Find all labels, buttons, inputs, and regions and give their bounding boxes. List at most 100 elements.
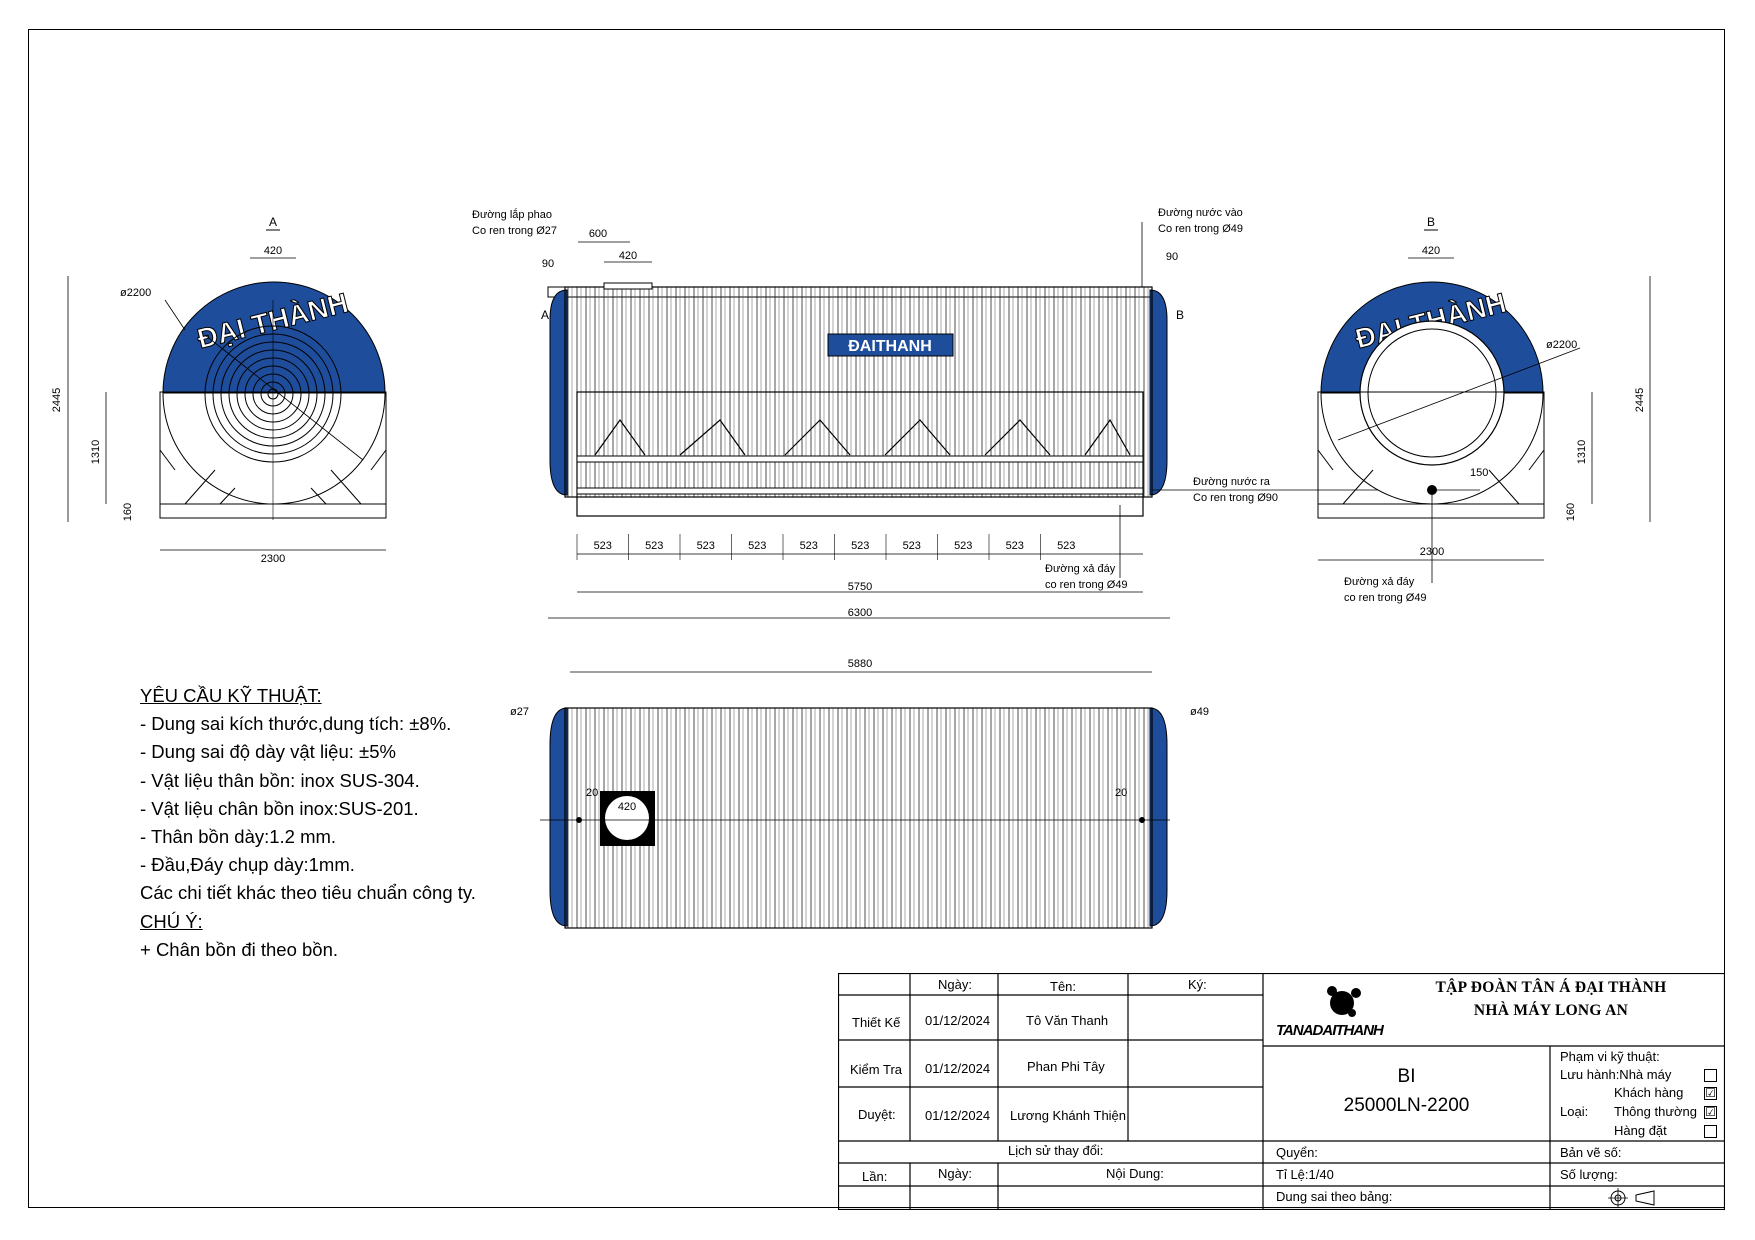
callout-float-1: Đường lắp phao xyxy=(472,208,552,221)
note-line: - Vật liệu chân bồn inox:SUS-201. xyxy=(140,797,419,819)
dim-base-height-b: 160 xyxy=(1565,503,1577,521)
dim-segment: 523 xyxy=(851,540,869,552)
end-view-b: B 420 ĐẠI THÀNH ø2200 150 2445 1310 160 … xyxy=(1317,215,1651,604)
brand-plate: ĐAITHANH xyxy=(848,338,932,355)
dim-segment: 523 xyxy=(800,540,818,552)
factory-name: NHÀ MÁY LONG AN xyxy=(1473,1002,1629,1019)
title-block: Ngày: Tên: Ký: Thiết Kế 01/12/2024 Tô Vă… xyxy=(838,973,1725,1210)
dim-top-90-left: 90 xyxy=(542,258,554,270)
role-approve: Duyệt: xyxy=(858,1107,896,1122)
dim-offset-20-right: 20 xyxy=(1115,787,1127,799)
product-code-1: BI xyxy=(1397,1066,1416,1087)
type-under-checkbox[interactable] xyxy=(1704,1125,1717,1138)
dim-phi49: ø49 xyxy=(1190,706,1209,718)
dim-segment: 523 xyxy=(645,540,663,552)
dim-total-length: 6300 xyxy=(848,607,872,619)
col-sign-header: Ký: xyxy=(1188,977,1207,992)
callout-drain-2: co ren trong Ø49 xyxy=(1045,579,1128,591)
circulation-label: Lưu hành:Nhà máy xyxy=(1560,1067,1672,1082)
date-approve: 01/12/2024 xyxy=(925,1108,991,1123)
circulation-customer-label: Khách hàng xyxy=(1614,1085,1684,1100)
callout-drain-b-1: Đường xả đáy xyxy=(1344,576,1415,588)
dim-segment: 523 xyxy=(903,540,921,552)
dim-segment: 523 xyxy=(594,540,612,552)
drawing-border xyxy=(28,29,1725,1208)
date-check: 01/12/2024 xyxy=(925,1061,991,1076)
dim-height-total-b: 2445 xyxy=(1634,388,1646,412)
callout-drain-1: Đường xả đáy xyxy=(1045,563,1116,575)
note-line: - Đầu,Đáy chụp dày:1mm. xyxy=(140,854,355,876)
front-view: ĐAITHANH A B 600 420 90 90 Đường lắp pha… xyxy=(472,207,1430,619)
end-view-a: A 420 ĐẠI THÀNH ø2200 2445 1310 xyxy=(51,215,387,565)
circulation-factory-checkbox[interactable] xyxy=(1704,1069,1717,1082)
dim-segment: 523 xyxy=(1006,540,1024,552)
callout-drain-b-2: co ren trong Ø49 xyxy=(1344,592,1427,604)
section-marker-a: A xyxy=(541,308,549,322)
caution-line: + Chân bồn đi theo bồn. xyxy=(140,938,339,960)
type-label: Loại: xyxy=(1560,1104,1589,1119)
technical-notes: YÊU CẦU KỸ THUẬT: - Dung sai kích thước,… xyxy=(140,682,476,964)
drawing-number-label: Bản vẽ số: xyxy=(1560,1145,1622,1160)
dim-leg-height-a: 1310 xyxy=(90,440,102,464)
callout-inlet-1: Đường nước vào xyxy=(1158,207,1243,219)
dim-segment: 523 xyxy=(954,540,972,552)
dim-segment: 523 xyxy=(697,540,715,552)
note-line: Các chi tiết khác theo tiêu chuẩn công t… xyxy=(140,882,476,904)
type-normal-checkbox[interactable]: ☑ xyxy=(1704,1105,1717,1119)
projection-symbol-icon xyxy=(1608,1188,1655,1208)
dim-top-600: 600 xyxy=(589,228,607,240)
notes-heading: YÊU CẦU KỸ THUẬT: xyxy=(140,685,322,706)
dim-top-90-right: 90 xyxy=(1166,251,1178,263)
note-line: - Vật liệu thân bồn: inox SUS-304. xyxy=(140,769,420,791)
section-label-b: B xyxy=(1427,215,1435,229)
dim-diameter-a: ø2200 xyxy=(120,287,151,299)
history-label: Lịch sử thay đổi: xyxy=(1008,1143,1104,1158)
name-check: Phan Phi Tây xyxy=(1027,1059,1105,1074)
dim-frame-length: 5750 xyxy=(848,581,872,593)
dim-height-total-a: 2445 xyxy=(51,388,63,412)
callout-float-2: Co ren trong Ø27 xyxy=(472,225,557,237)
dim-phi27: ø27 xyxy=(510,706,529,718)
quyen-label: Quyển: xyxy=(1276,1145,1318,1160)
section-marker-b: B xyxy=(1176,308,1184,322)
logo-text: TANADAITHANH xyxy=(1276,1022,1384,1039)
company-logo-icon xyxy=(1327,986,1361,1017)
dim-base-height-a: 160 xyxy=(122,503,134,521)
product-code-2: 25000LN-2200 xyxy=(1343,1095,1470,1116)
col-date-header: Ngày: xyxy=(938,977,972,992)
role-check: Kiểm Tra xyxy=(850,1062,903,1077)
title-block-grid xyxy=(838,973,1725,1210)
callout-outlet-2: Co ren trong Ø90 xyxy=(1193,492,1278,504)
date-design: 01/12/2024 xyxy=(925,1013,991,1028)
top-view: 5880 420 ø27 ø49 20 20 xyxy=(510,658,1209,929)
dim-hatch-420: 420 xyxy=(618,801,636,813)
caution-heading: CHÚ Ý: xyxy=(140,910,203,932)
col-name-header: Tên: xyxy=(1050,979,1077,994)
rev-date-label: Ngày: xyxy=(938,1166,972,1181)
dim-outlet-offset: 150 xyxy=(1470,467,1488,479)
quantity-label: Số lượng: xyxy=(1560,1167,1618,1182)
type-normal-label: Thông thường xyxy=(1614,1104,1698,1119)
rev-lan-label: Lần: xyxy=(862,1169,888,1184)
note-line: - Thân bồn dày:1.2 mm. xyxy=(140,826,337,848)
company-name: TẬP ĐOÀN TÂN Á ĐẠI THÀNH xyxy=(1435,979,1667,996)
dim-segment: 523 xyxy=(748,540,766,552)
dim-top-view-length: 5880 xyxy=(848,658,872,670)
rev-content-label: Nội Dung: xyxy=(1106,1166,1164,1181)
role-design: Thiết Kế xyxy=(852,1015,901,1030)
dim-end-width-a: 420 xyxy=(264,245,282,257)
type-under-label: Hàng đặt xyxy=(1614,1123,1667,1138)
scope-label: Phạm vi kỹ thuật: xyxy=(1560,1049,1660,1064)
dim-offset-20-left: 20 xyxy=(586,787,598,799)
dim-leg-height-b: 1310 xyxy=(1576,440,1588,464)
name-approve: Lương Khánh Thiện xyxy=(1010,1108,1127,1123)
tolerance-label: Dung sai theo bảng: xyxy=(1276,1189,1393,1204)
circulation-customer-checkbox[interactable]: ☑ xyxy=(1704,1086,1717,1100)
dim-end-width-b: 420 xyxy=(1422,245,1440,257)
name-design: Tô Văn Thanh xyxy=(1026,1013,1109,1028)
dim-diameter-b: ø2200 xyxy=(1546,339,1577,351)
dim-segment: 523 xyxy=(1057,540,1075,552)
callout-outlet-1: Đường nước ra xyxy=(1193,476,1271,488)
callout-inlet-2: Co ren trong Ø49 xyxy=(1158,223,1243,235)
